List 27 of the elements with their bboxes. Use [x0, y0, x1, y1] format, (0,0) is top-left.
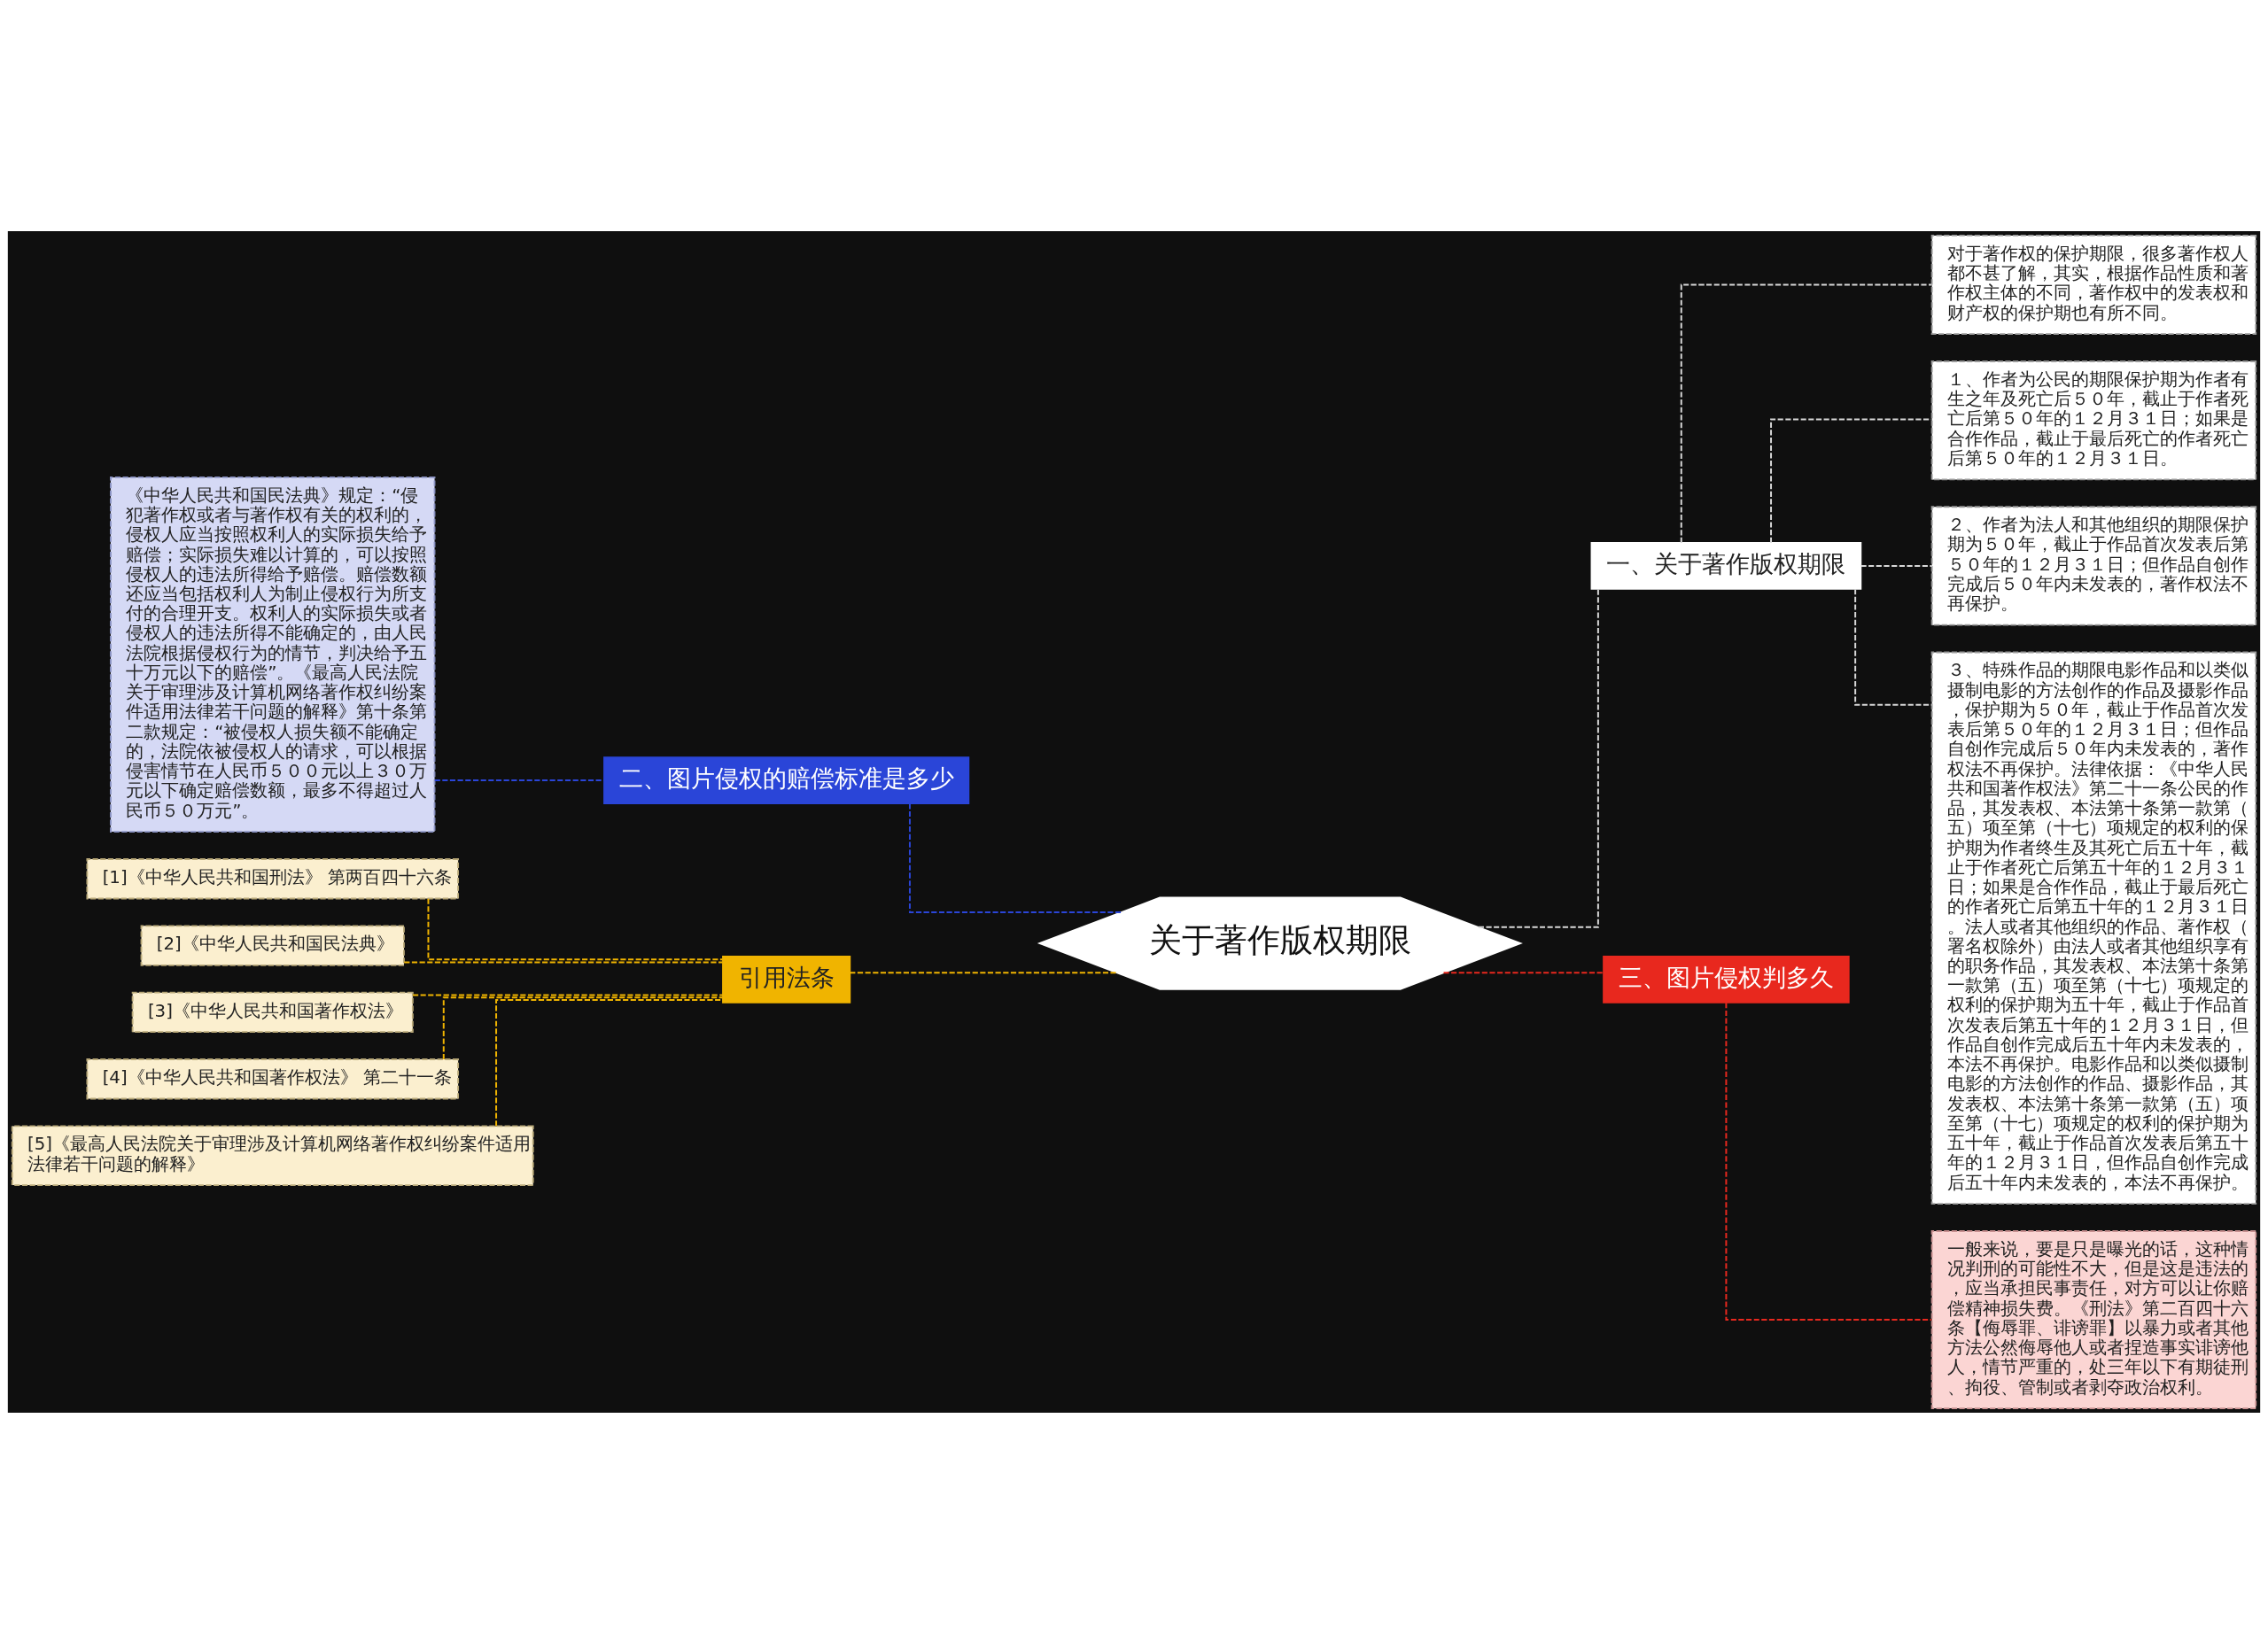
connector: [1477, 587, 1599, 928]
connector: [849, 971, 1118, 973]
node-box: 三、图片侵权判多久: [1603, 955, 1850, 1004]
connector: [427, 897, 724, 960]
node-box: 引用法条: [722, 955, 851, 1004]
node-box: 一、关于著作版权期限: [1590, 541, 1862, 590]
node-box: [5]《最高人民法院关于审理涉及计算机网络著作权纠纷案件适用法律若干问题的解释》: [11, 1124, 534, 1186]
node-box: ２、作者为法人和其他组织的期限保护期为５０年，截止于作品首次发表后第５０年的１２月３１日；但作品自创作完成后５０年内未发表的，著作权法不再保护。: [1930, 505, 2257, 626]
connector: [908, 802, 1122, 913]
connector: [433, 779, 605, 781]
node-box: 二、图片侵权的赔偿标准是多少: [603, 756, 970, 804]
node-box: 一般来说，要是只是曝光的话，这种情况判刑的可能性不大，但是这是违法的，应当承担民事责任，对方可以让你赔偿精神损失费。《刑法》第二百四十六条【侮辱罪、诽谤罪】以暴力或者其他方法公然侮辱他人或者捏造事实诽谤他人，情节严重的，处三年以下有期徒刑、拘役、管制或者剥夺政治权利。: [1930, 1229, 2257, 1409]
connector: [1860, 564, 1933, 567]
connector: [1680, 283, 1933, 544]
connector: [1725, 1001, 1933, 1321]
connector: [442, 996, 724, 1060]
node-box: [2]《中华人民共和国民法典》: [140, 924, 405, 966]
node-box: ３、特殊作品的期限电影作品和以类似摄制电影的方法创作的作品及摄影作品，保护期为５０年，截止于作品首次发表后第５０年的１２月３１日；但作品自创作完成后５０年内未发表的，著作权法不再保护。法律依据：《中华人民共和国著作权法》第二十一条公民的作品，其发表权、本法第十条第一款第（五）项至第（十七）项规定的权利的保护期为作者终生及其死亡后五十年，截止于作者死亡后第五十年的１２月３１日；如果是合作作品，截止于最后死亡的作者死亡后第五十年的１２月３１日。法人或者其他组织的作品、著作权（署名权除外）由法人或者其他组织享有的职务作品，其发表权、本法第十条第一款第（五）项至第（十七）项规定的权利的保护期为五十年，截止于作品首次发表后第五十年的１２月３１日，但作品自创作完成后五十年内未发表的，本法不再保护。电影作品和以类似摄制电影的方法创作的作品、摄影作品，其发表权、本法第十条第一款第（五）项至第（十七）项规定的权利的保护期为五十年，截止于作品首次发表后第五十年的１２月３１日，但作品自创作完成后五十年内未发表的，本法不再保护。: [1930, 651, 2257, 1205]
connector: [403, 961, 724, 963]
connector: [1442, 971, 1604, 973]
node-box: [3]《中华人民共和国著作权法》: [131, 991, 414, 1033]
connector: [412, 994, 724, 996]
node-box: [1]《中华人民共和国刑法》 第两百四十六条: [86, 857, 460, 899]
node-box: 《中华人民共和国民法典》规定：“侵犯著作权或者与著作权有关的权利的，侵权人应当按照权利人的实际损失给予赔偿；实际损失难以计算的，可以按照侵权人的违法所得给予赔偿。赔偿数额还应当包括权利人为制止侵权行为所支付的合理开支。权利人的实际损失或者侵权人的违法所得不能确定的，由人民法院根据侵权行为的情节，判决给予五十万元以下的赔偿”。《最高人民法院关于审理涉及计算机网络著作权纠纷案件适用法律若干问题的解释》第十条第二款规定：“被侵权人损失额不能确定的，法院依被侵权人的请求，可以根据侵害情节在人民币５００元以上３０万元以下确定赔偿数额，最多不得超过人民币５０万元”。: [110, 476, 436, 833]
node-box: １、作者为公民的期限保护期为作者有生之年及死亡后５０年，截止于作者死亡后第５０年的１２月３１日；如果是合作作品，截止于最后死亡的作者死亡后第５０年的１２月３１日。: [1930, 360, 2257, 480]
node-box: [4]《中华人民共和国著作权法》 第二十一条: [86, 1058, 460, 1099]
node-box: 对于著作权的保护期限，很多著作权人都不甚了解，其实，根据作品性质和著作权主体的不同，著作权中的发表权和财产权的保护期也有所不同。: [1930, 234, 2257, 335]
